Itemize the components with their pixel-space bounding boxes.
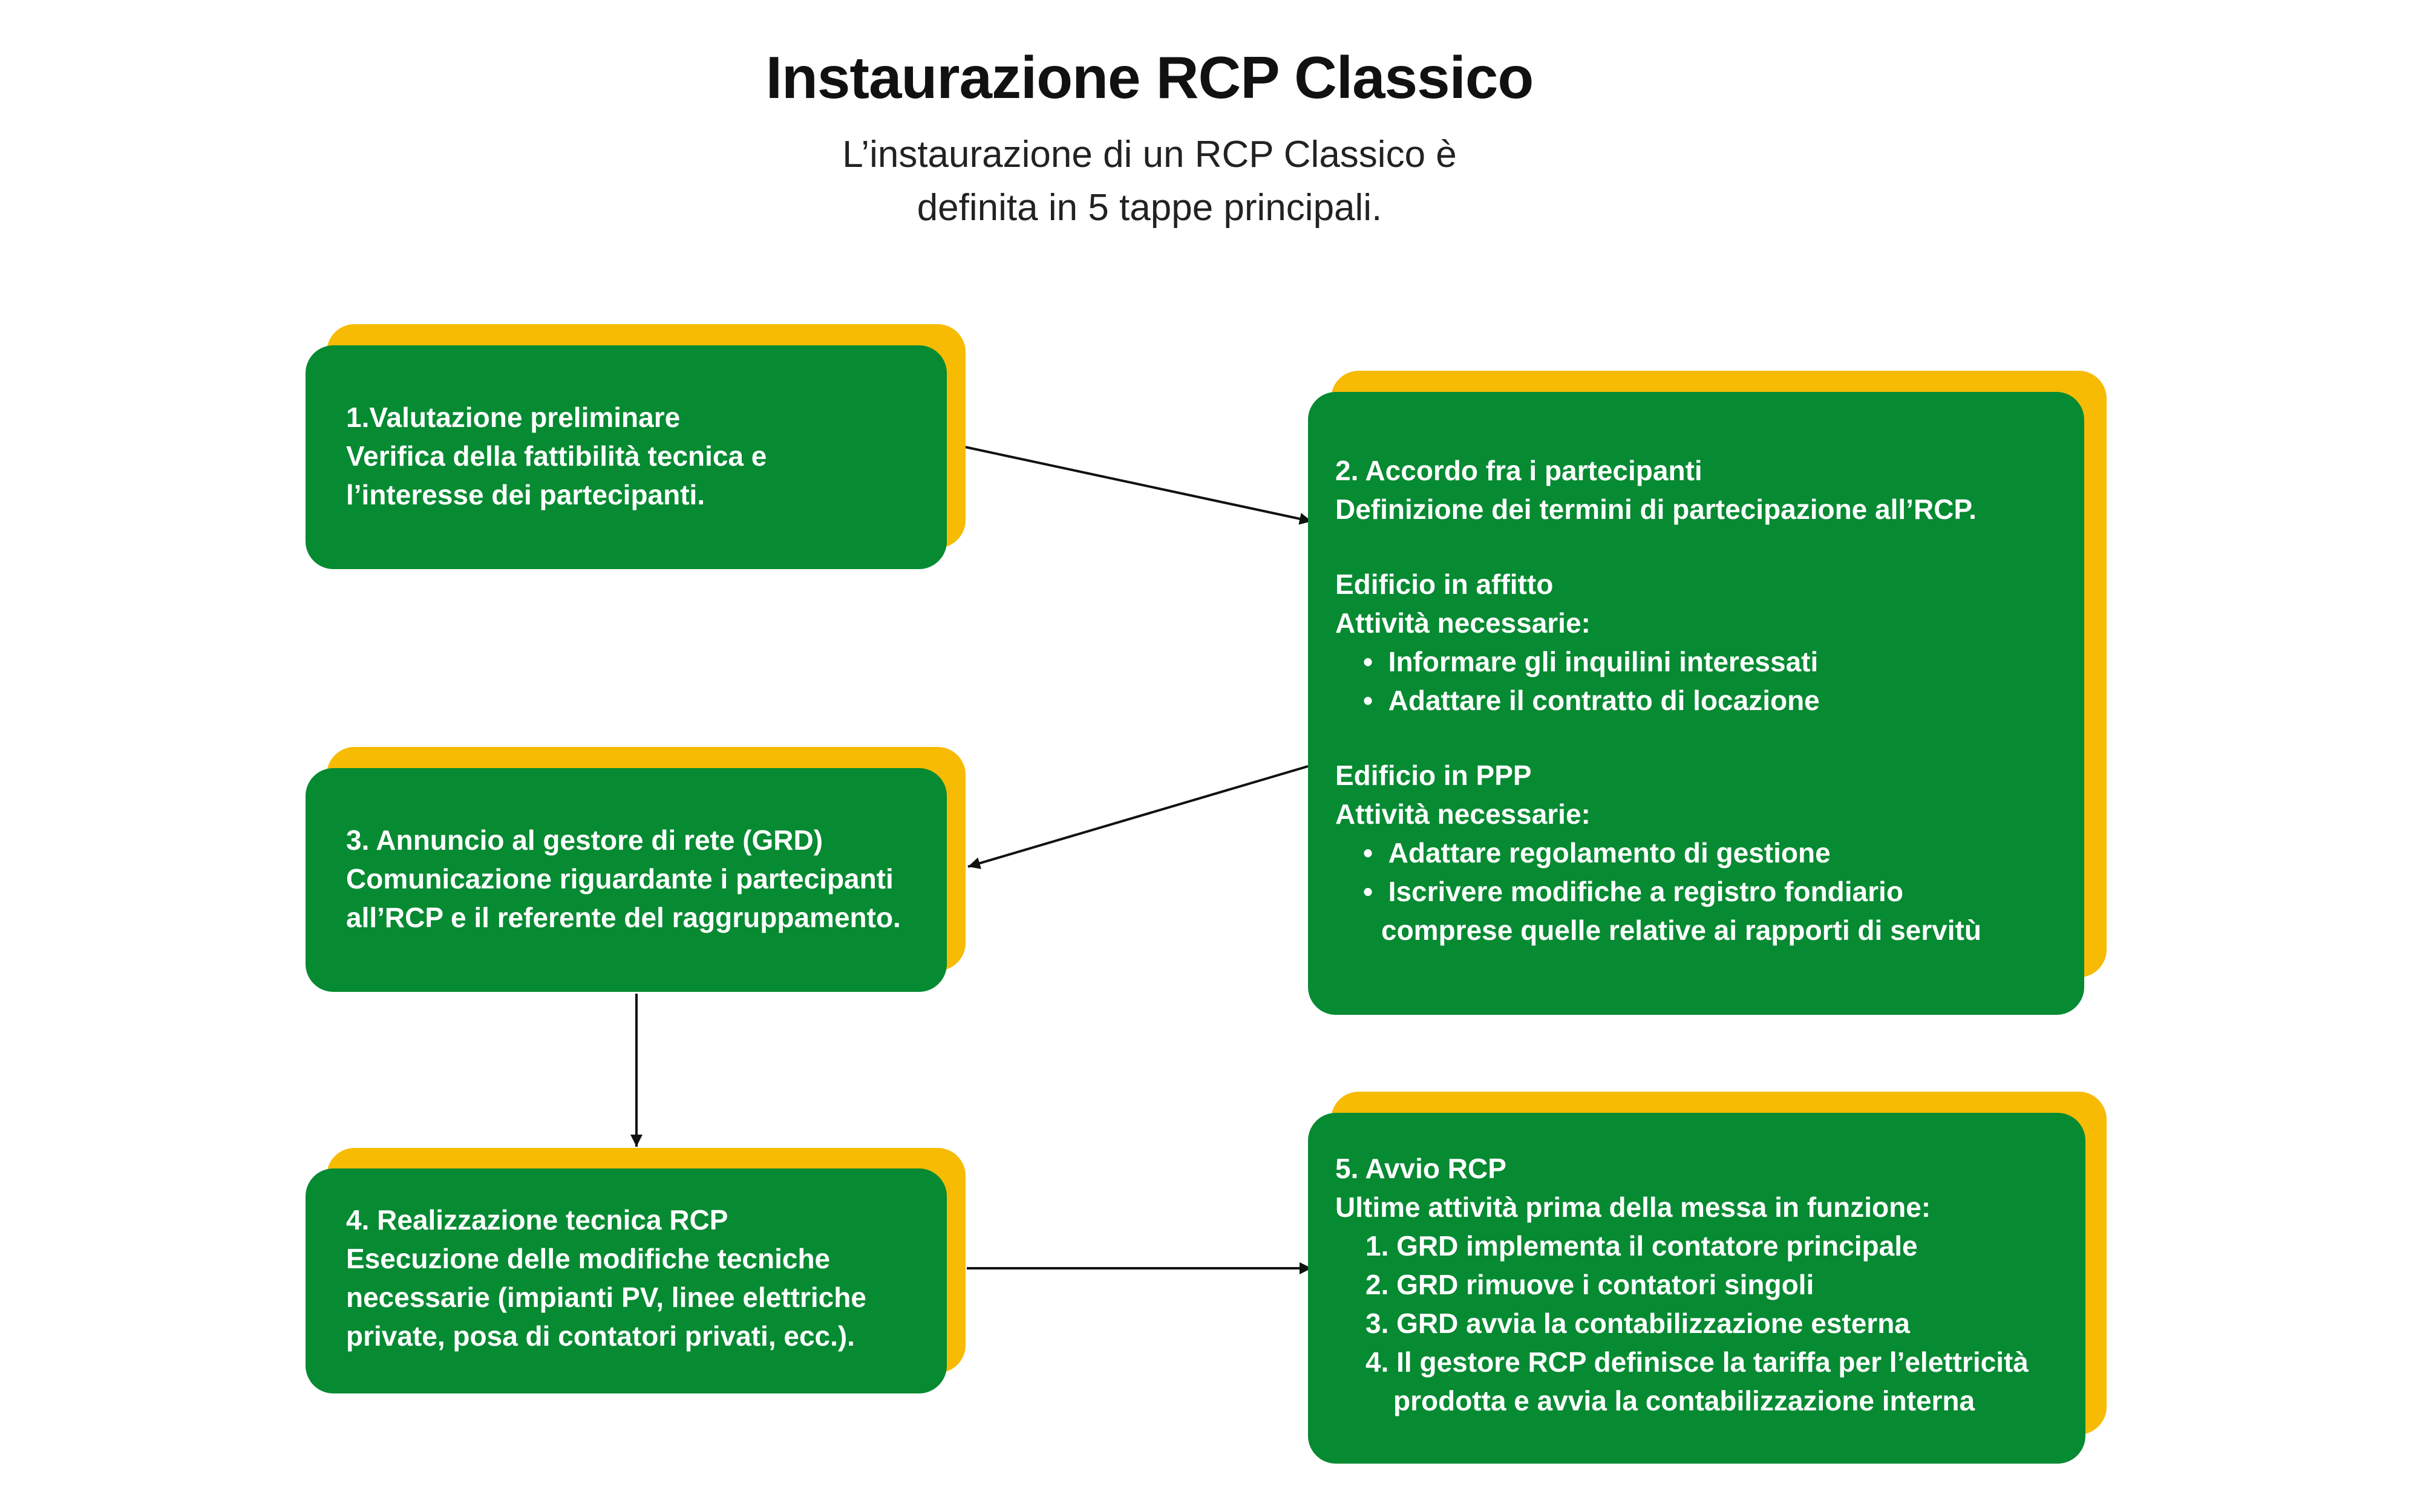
step5-item: 4. Il gestore RCP definisce la tariffa p… — [1365, 1346, 2029, 1416]
step4-line-3: private, posa di contatori privati, ecc.… — [346, 1320, 855, 1352]
step1-card: 1.Valutazione preliminare Verifica della… — [306, 345, 947, 569]
subtitle-line-1: L’instaurazione di un RCP Classico è — [842, 134, 1457, 175]
step1-line-2: l’interesse dei partecipanti. — [346, 479, 705, 510]
step2-ppp-item: • Adattare regolamento di gestione — [1363, 837, 1831, 868]
step2-desc: Definizione dei termini di partecipazion… — [1335, 494, 1977, 525]
step3-title: 3. Annuncio al gestore di rete (GRD) — [346, 824, 823, 856]
step2-ppp-title: Edificio in PPP — [1335, 760, 1532, 791]
step5-item: 2. GRD rimuove i contatori singoli — [1365, 1269, 1814, 1300]
arrow-1-to-2 — [964, 446, 1312, 525]
page-title: Instaurazione RCP Classico — [765, 44, 1534, 111]
step1-title: 1.Valutazione preliminare — [346, 402, 681, 433]
step3-card: 3. Annuncio al gestore di rete (GRD) Com… — [306, 768, 947, 992]
step2-rent-item: • Informare gli inquilini interessati — [1363, 646, 1819, 677]
step2-card: 2. Accordo fra i partecipanti Definizion… — [1308, 392, 2084, 1015]
page-subtitle: L’instaurazione di un RCP Classico è def… — [0, 128, 2299, 235]
arrow-2-to-3 — [967, 765, 1309, 869]
step4-line-2: necessarie (impianti PV, linee elettrich… — [346, 1282, 866, 1313]
step2-ppp-subtitle: Attività necessarie: — [1335, 798, 1591, 830]
step3-line-1: Comunicazione riguardante i partecipanti — [346, 863, 894, 894]
step5-item: 3. GRD avvia la contabilizzazione estern… — [1365, 1308, 1910, 1339]
step1-line-1: Verifica della fattibilità tecnica e — [346, 440, 767, 472]
step3-line-2: all’RCP e il referente del raggruppament… — [346, 902, 901, 933]
step5-title: 5. Avvio RCP — [1335, 1153, 1506, 1184]
step2-ppp-item: • Iscrivere modifiche a registro fondiar… — [1363, 876, 1981, 946]
step4-title: 4. Realizzazione tecnica RCP — [346, 1204, 728, 1236]
step4-card: 4. Realizzazione tecnica RCP Esecuzione … — [306, 1168, 947, 1393]
step2-rent-subtitle: Attività necessarie: — [1335, 607, 1591, 639]
step2-rent-item: • Adattare il contratto di locazione — [1363, 685, 1820, 716]
step5-item: 1. GRD implementa il contatore principal… — [1365, 1230, 1918, 1262]
step5-card: 5. Avvio RCP Ultime attività prima della… — [1308, 1113, 2085, 1464]
subtitle-line-2: definita in 5 tappe principali. — [917, 187, 1382, 229]
step2-title: 2. Accordo fra i partecipanti — [1335, 455, 1702, 486]
step2-rent-title: Edificio in affitto — [1335, 569, 1554, 600]
step4-line-1: Esecuzione delle modifiche tecniche — [346, 1243, 831, 1274]
step5-desc: Ultime attività prima della messa in fun… — [1335, 1191, 1931, 1223]
